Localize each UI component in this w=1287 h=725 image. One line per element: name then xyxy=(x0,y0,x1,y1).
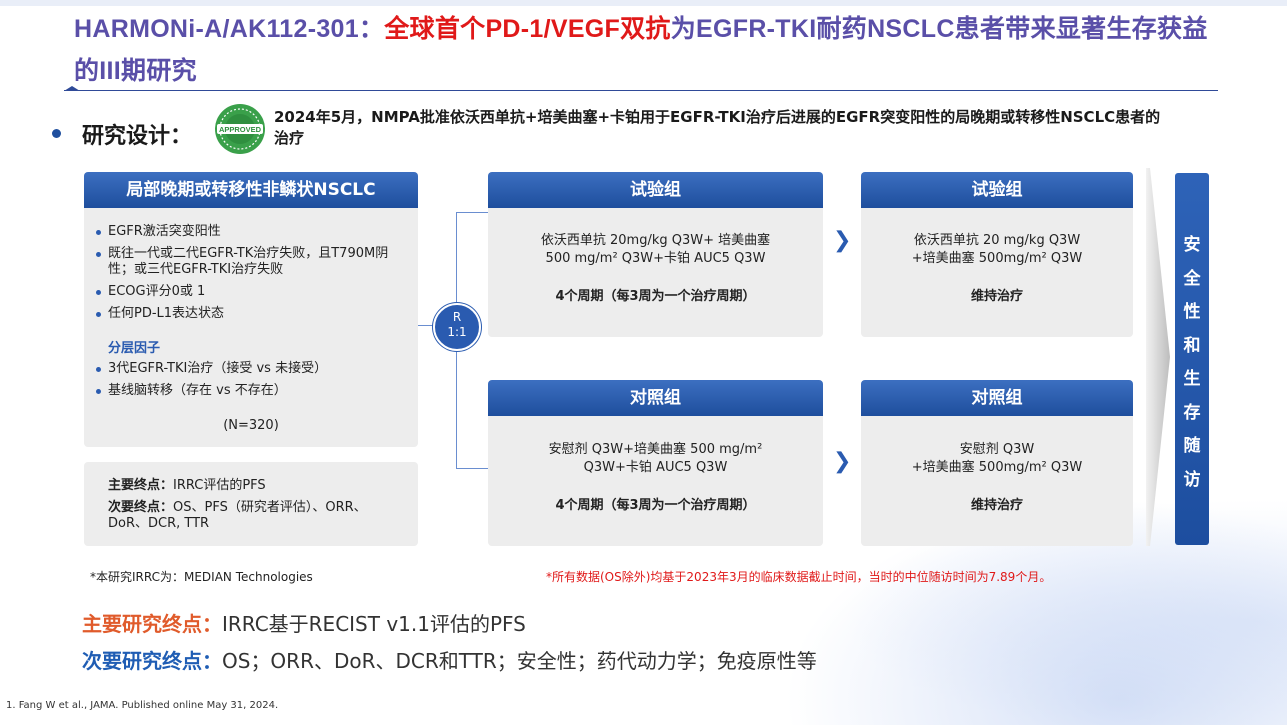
data-cutoff-footnote: *所有数据(OS除外)均基于2023年3月的临床数据截止时间，当时的中位随访时间… xyxy=(546,570,1052,584)
secondary-study-endpoint: 次要研究终点：OS；ORR、DoR、DCR和TTR；安全性；药代动力学；免疫原性… xyxy=(82,645,817,674)
population-header: 局部晚期或转移性非鳞状NSCLC xyxy=(84,172,418,208)
arm-cycle: 维持治疗 xyxy=(970,289,1023,304)
title-divider xyxy=(64,86,1218,91)
secondary-endpoint-label: 次要终点： xyxy=(108,500,174,515)
arm-regimen-line: +培美曲塞 500mg/m² Q3W xyxy=(911,460,1083,475)
arm-header: 对照组 xyxy=(861,380,1133,416)
inclusion-criteria-list: EGFR激活突变阳性 既往一代或二代EGFR-TK治疗失败，且T790M阴性；或… xyxy=(96,224,406,328)
secondary-study-endpoint-value: OS；ORR、DoR、DCR和TTR；安全性；药代动力学；免疫原性等 xyxy=(222,649,817,673)
control-induction-box: 对照组 安慰剂 Q3W+培美曲塞 500 mg/m² Q3W+卡铂 AUC5 Q… xyxy=(488,380,823,546)
safety-char: 安 xyxy=(1183,235,1201,255)
arm-regimen-line: 安慰剂 Q3W xyxy=(959,442,1035,457)
primary-endpoint-value: IRRC评估的PFS xyxy=(173,478,266,493)
title-part-1: HARMONi-A/AK112-301： xyxy=(74,15,385,43)
list-item: 任何PD-L1表达状态 xyxy=(96,306,406,322)
population-box: 局部晚期或转移性非鳞状NSCLC EGFR激活突变阳性 既往一代或二代EGFR-… xyxy=(84,172,418,447)
title-part-3: 为EGFR-TKI耐药NSCLC患者带来显著生存获益的III期研究 xyxy=(74,15,1208,85)
primary-endpoint-label: 主要终点： xyxy=(108,478,174,493)
randomization-r: R xyxy=(452,310,462,324)
safety-char: 随 xyxy=(1183,436,1201,456)
list-item: 既往一代或二代EGFR-TK治疗失败，且T790M阴性；或三代EGFR-TKI治… xyxy=(96,246,406,278)
primary-study-endpoint-label: 主要研究终点： xyxy=(82,612,222,636)
control-maintenance-box: 对照组 安慰剂 Q3W +培美曲塞 500mg/m² Q3W 维持治疗 xyxy=(861,380,1133,546)
secondary-endpoint-line: 次要终点：OS、PFS（研究者评估）、ORR、 DoR、DCR, TTR xyxy=(108,500,398,532)
safety-followup-text: 安 全 性 和 生 存 随 访 xyxy=(1175,229,1209,497)
arm-cycle: 4个周期（每3周为一个治疗周期） xyxy=(555,498,756,513)
chevron-right-icon: ❯ xyxy=(833,449,852,474)
safety-char: 存 xyxy=(1183,402,1201,423)
top-bar xyxy=(0,0,1287,6)
approval-statement: 2024年5月，NMPA批准依沃西单抗+培美曲塞+卡铂用于EGFR-TKI治疗后… xyxy=(274,108,1161,147)
arm-regimen-line: 依沃西单抗 20 mg/kg Q3W xyxy=(913,233,1081,248)
connector-to-experimental xyxy=(456,212,488,213)
arm-cycle: 维持治疗 xyxy=(970,498,1023,513)
arm-regimen-line: Q3W+卡铂 AUC5 Q3W xyxy=(583,460,728,475)
safety-followup-column: 安 全 性 和 生 存 随 访 xyxy=(1175,173,1209,545)
safety-char: 全 xyxy=(1183,268,1201,289)
list-item: EGFR激活突变阳性 xyxy=(96,224,406,240)
connector-to-control xyxy=(456,468,488,469)
approved-seal-icon: APPROVED xyxy=(215,104,265,154)
arm-header: 试验组 xyxy=(861,172,1133,208)
safety-char: 和 xyxy=(1183,335,1201,356)
randomization-badge: R 1:1 xyxy=(433,303,481,351)
primary-endpoint-line: 主要终点：IRRC评估的PFS xyxy=(108,478,398,494)
study-design-label: 研究设计： xyxy=(82,124,193,149)
title-part-2: 全球首个PD-1/VEGF双抗 xyxy=(384,15,671,43)
list-item: 基线脑转移（存在 vs 不存在） xyxy=(96,383,406,399)
safety-char: 访 xyxy=(1183,469,1201,490)
experimental-induction-box: 试验组 依沃西单抗 20mg/kg Q3W+ 培美曲塞 500 mg/m² Q3… xyxy=(488,172,823,337)
randomization-ratio: 1:1 xyxy=(447,325,467,339)
arm-regimen-line: 依沃西单抗 20mg/kg Q3W+ 培美曲塞 xyxy=(540,233,771,248)
endpoints-box: 主要终点：IRRC评估的PFS 次要终点：OS、PFS（研究者评估）、ORR、 … xyxy=(84,462,418,546)
stratification-list: 3代EGFR-TKI治疗（接受 vs 未接受） 基线脑转移（存在 vs 不存在） xyxy=(96,361,406,405)
seal-text: APPROVED xyxy=(219,125,262,134)
irrc-footnote: *本研究IRRC为：MEDIAN Technologies xyxy=(90,570,313,584)
arm-header: 对照组 xyxy=(488,380,823,416)
experimental-maintenance-box: 试验组 依沃西单抗 20 mg/kg Q3W +培美曲塞 500mg/m² Q3… xyxy=(861,172,1133,337)
list-item: ECOG评分0或 1 xyxy=(96,284,406,300)
secondary-study-endpoint-label: 次要研究终点： xyxy=(82,649,222,673)
sample-size: (N=320) xyxy=(223,418,279,433)
progression-arrow xyxy=(1146,168,1170,546)
arm-regimen-line: 500 mg/m² Q3W+卡铂 AUC5 Q3W xyxy=(545,251,766,266)
safety-char: 生 xyxy=(1183,369,1201,389)
primary-study-endpoint-value: IRRC基于RECIST v1.1评估的PFS xyxy=(222,612,526,636)
bullet-icon xyxy=(52,129,61,138)
connector-from-population xyxy=(418,325,434,326)
stratification-title: 分层因子 xyxy=(108,341,161,356)
arm-regimen-line: +培美曲塞 500mg/m² Q3W xyxy=(911,251,1083,266)
citation: 1. Fang W et al., JAMA. Published online… xyxy=(6,700,279,711)
page-title: HARMONi-A/AK112-301：全球首个PD-1/VEGF双抗为EGFR… xyxy=(74,8,1224,92)
chevron-right-icon: ❯ xyxy=(833,228,852,253)
primary-study-endpoint: 主要研究终点：IRRC基于RECIST v1.1评估的PFS xyxy=(82,608,526,637)
list-item: 3代EGFR-TKI治疗（接受 vs 未接受） xyxy=(96,361,406,377)
arm-header: 试验组 xyxy=(488,172,823,208)
secondary-endpoint-value: OS、PFS（研究者评估）、ORR、 DoR、DCR, TTR xyxy=(108,500,367,531)
safety-char: 性 xyxy=(1183,302,1201,322)
arm-cycle: 4个周期（每3周为一个治疗周期） xyxy=(555,289,756,304)
arm-regimen-line: 安慰剂 Q3W+培美曲塞 500 mg/m² xyxy=(548,442,763,457)
